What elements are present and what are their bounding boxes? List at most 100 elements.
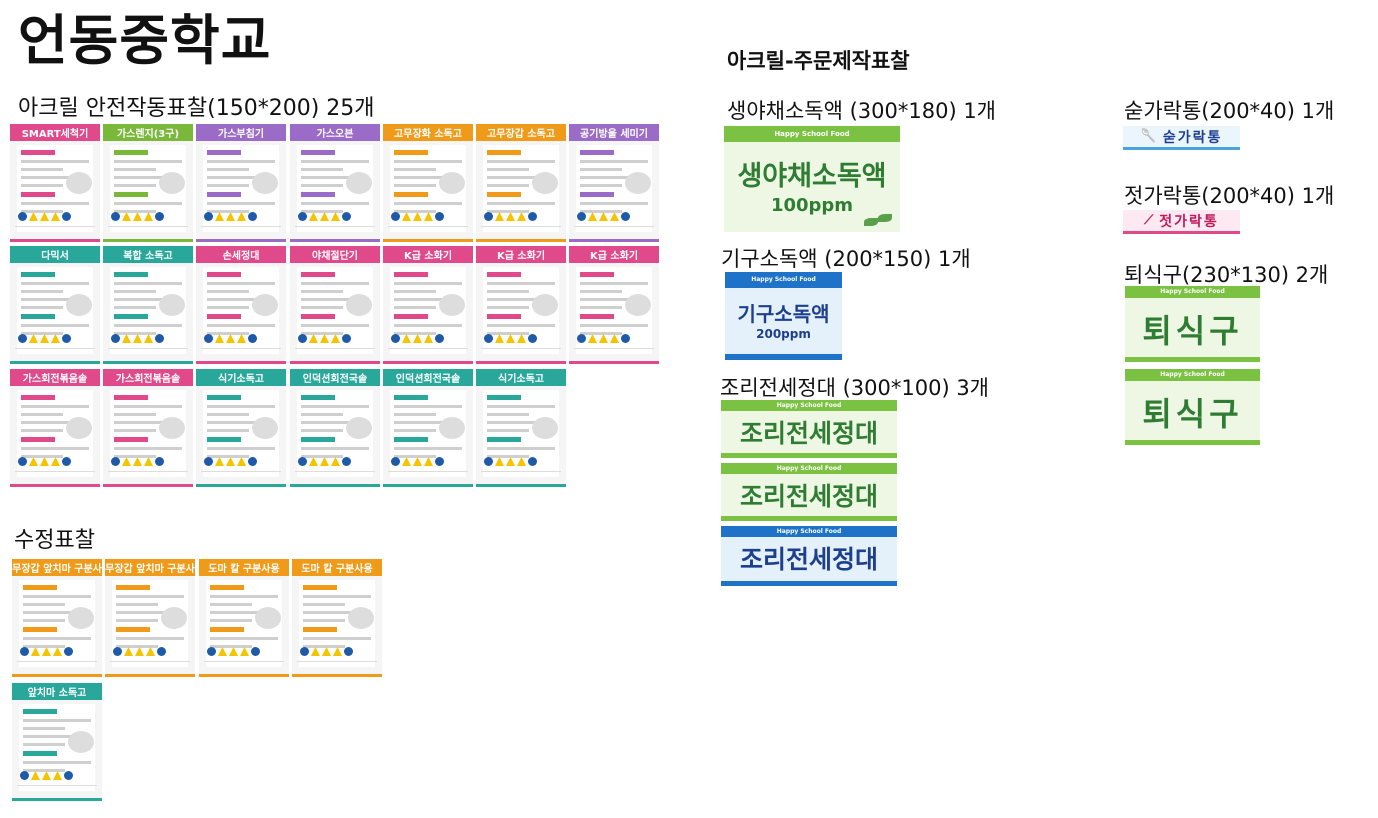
equipment-illustration xyxy=(625,294,651,316)
wash-plate: Happy School Food 조리전세정대 xyxy=(721,526,897,586)
equipment-illustration xyxy=(346,294,372,316)
sign-body xyxy=(17,267,93,354)
safety-sign-card: SMART세척기 xyxy=(10,124,100,242)
warning-icons xyxy=(18,334,71,343)
sanitizer-label: 생야채소독액 (300*180) 1개 xyxy=(727,99,997,123)
sign-title: SMART세척기 xyxy=(10,124,100,141)
sign-footer xyxy=(108,471,188,480)
plate-main-text: 퇴식구 xyxy=(1142,395,1243,433)
warning-icons xyxy=(298,212,351,221)
warning-icons xyxy=(113,647,166,656)
plate-main-text: 퇴식구 xyxy=(1142,312,1243,350)
plate-top-text: Happy School Food xyxy=(721,463,897,474)
safety-section-title: 아크릴 안전작동표찰(150*200) 25개 xyxy=(18,96,375,121)
sign-title: 앞치마 소독고 xyxy=(12,683,102,700)
safety-sign-card: 식기소독고 xyxy=(196,369,286,487)
sign-footer xyxy=(295,471,375,480)
equipment-illustration xyxy=(159,294,185,316)
safety-sign-card: 도마 칼 구분사용 xyxy=(199,559,289,677)
equipment-illustration xyxy=(66,294,92,316)
safety-sign-card: 가스부침기 xyxy=(196,124,286,242)
plate-main-text: 조리전세정대 xyxy=(739,419,878,448)
warning-icons xyxy=(484,457,537,466)
safety-sign-card: 가스오븐 xyxy=(290,124,380,242)
equipment-illustration xyxy=(252,417,278,439)
plate-main-text: 기구소독액 xyxy=(737,302,830,326)
equipment-illustration xyxy=(532,294,558,316)
warning-icons xyxy=(484,212,537,221)
warning-icons xyxy=(577,334,630,343)
equipment-illustration xyxy=(66,417,92,439)
safety-sign-card: K급 소화기 xyxy=(569,246,659,364)
chopstick-plate: ⟋ 젓가락통 xyxy=(1123,210,1240,234)
safety-sign-card: 가스회전볶음솥 xyxy=(103,369,193,487)
sign-footer xyxy=(15,471,95,480)
wash-label: 조리전세정대 (300*100) 3개 xyxy=(720,376,990,400)
sign-title: K급 소화기 xyxy=(569,246,659,263)
sign-title: 인덕션회전국솥 xyxy=(383,369,473,386)
safety-sign-card: 고무장화 소독고 xyxy=(383,124,473,242)
school-name: 언동중학교 xyxy=(18,9,272,72)
sign-footer xyxy=(201,348,281,357)
spoon-icon: 🥄 xyxy=(1140,129,1157,144)
warning-icons xyxy=(111,457,164,466)
sign-title: 식기소독고 xyxy=(476,369,566,386)
safety-sign-card: 가스회전볶음솥 xyxy=(10,369,100,487)
sign-footer xyxy=(388,226,468,235)
utensil-label: 기구소독액 (200*150) 1개 xyxy=(721,247,971,271)
equipment-illustration xyxy=(439,172,465,194)
warning-icons xyxy=(484,334,537,343)
equipment-illustration xyxy=(532,417,558,439)
safety-sign-card: 도마 칼 구분사용 xyxy=(292,559,382,677)
equipment-illustration xyxy=(255,607,281,629)
safety-sign-card: 공기방울 세미기 xyxy=(569,124,659,242)
plate-bottom-band xyxy=(725,354,842,360)
equipment-illustration xyxy=(532,172,558,194)
sign-title: 도마 칼 구분사용 xyxy=(199,559,289,576)
plate-main-text: 숟가락통 xyxy=(1162,129,1223,146)
sign-footer xyxy=(295,348,375,357)
equipment-illustration xyxy=(625,172,651,194)
warning-icons xyxy=(300,647,353,656)
sign-footer xyxy=(15,226,95,235)
spoon-label: 숟가락통(200*40) 1개 xyxy=(1124,99,1335,123)
equipment-illustration xyxy=(439,294,465,316)
return-label: 퇴식구(230*130) 2개 xyxy=(1124,263,1329,287)
equipment-illustration xyxy=(252,294,278,316)
sign-footer xyxy=(297,661,377,670)
plate-main-text: 생야채소독액 xyxy=(737,161,887,192)
plate-top-text: Happy School Food xyxy=(721,526,897,537)
sign-footer xyxy=(17,661,97,670)
warning-icons xyxy=(204,212,257,221)
sign-footer xyxy=(481,348,561,357)
warning-icons xyxy=(577,212,630,221)
leaf-decoration xyxy=(864,218,878,226)
sign-footer xyxy=(110,661,190,670)
plate-top-text: Happy School Food xyxy=(1125,286,1260,298)
safety-sign-card: 인덕션회전국솥 xyxy=(383,369,473,487)
sign-footer xyxy=(17,785,97,794)
warning-icons xyxy=(111,212,164,221)
warning-icons xyxy=(298,334,351,343)
equipment-illustration xyxy=(159,417,185,439)
sign-footer xyxy=(108,348,188,357)
plate-top-text: Happy School Food xyxy=(721,400,897,411)
safety-sign-card: 앞치마 소독고 xyxy=(12,683,102,801)
equipment-illustration xyxy=(68,731,94,753)
equipment-illustration xyxy=(161,607,187,629)
safety-sign-card: 고무장갑 소독고 xyxy=(476,124,566,242)
warning-icons xyxy=(391,334,444,343)
sign-title: K급 소화기 xyxy=(476,246,566,263)
sign-title: 가스부침기 xyxy=(196,124,286,141)
sign-title: 인덕션회전국솥 xyxy=(290,369,380,386)
utensil-plate: Happy School Food 기구소독액 200ppm xyxy=(725,272,842,360)
sign-title: 고무장갑 소독고 xyxy=(476,124,566,141)
warning-icons xyxy=(207,647,260,656)
equipment-illustration xyxy=(346,417,372,439)
warning-icons xyxy=(391,457,444,466)
safety-sign-card: 인덕션회전국솥 xyxy=(290,369,380,487)
sign-title: 가스렌지(3구) xyxy=(103,124,193,141)
safety-sign-card: 고무장갑 앞치마 구분사용 xyxy=(12,559,102,677)
warning-icons xyxy=(204,457,257,466)
safety-sign-card: K급 소화기 xyxy=(383,246,473,364)
